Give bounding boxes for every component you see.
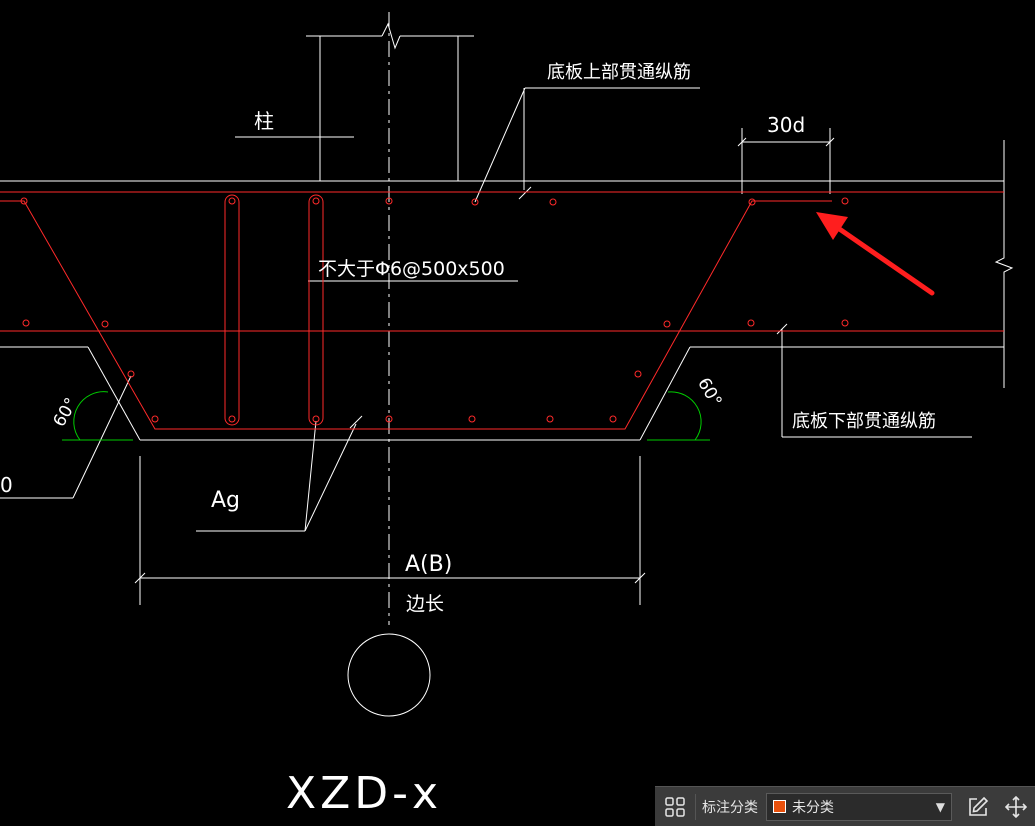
chevron-down-icon: ▼ <box>935 799 945 814</box>
tie-spec-label: 不大于Φ6@500x500 <box>318 258 505 280</box>
angle-left-label: 60° <box>49 394 81 430</box>
category-select[interactable]: 未分类 ▼ <box>766 792 952 821</box>
layout-grid-button[interactable] <box>655 787 695 826</box>
anchor-length-label: 30d <box>767 113 805 137</box>
layout-grid-icon <box>665 796 685 817</box>
structure-linework <box>0 22 1014 717</box>
annotation-toolbar: 标注分类 未分类 ▼ <box>655 786 1035 826</box>
toolbar-separator <box>695 793 696 820</box>
rebar-linework <box>0 191 1004 430</box>
dimension-sublabel: 边长 <box>406 593 444 615</box>
drawing-title: XZD-x <box>286 768 442 819</box>
edit-icon <box>969 796 989 816</box>
column-label: 柱 <box>254 109 274 133</box>
angle-marks <box>62 391 710 441</box>
category-swatch <box>773 800 786 813</box>
angle-right-label: 60° <box>693 374 725 410</box>
edit-button[interactable] <box>958 787 998 826</box>
move-icon <box>1005 795 1027 818</box>
rebar-dots <box>20 197 849 423</box>
bottom-rebar-label: 底板下部贯通纵筋 <box>792 411 936 432</box>
category-label: 标注分类 <box>702 799 758 816</box>
selected-category: 未分类 <box>792 799 834 816</box>
top-rebar-label: 底板上部贯通纵筋 <box>547 62 691 83</box>
left-cut-label: 0 <box>0 473 13 497</box>
ag-label: Ag <box>211 488 240 513</box>
dimension-label: A(B) <box>405 552 452 577</box>
annotation-arrow <box>816 212 935 296</box>
move-button[interactable] <box>998 787 1034 826</box>
